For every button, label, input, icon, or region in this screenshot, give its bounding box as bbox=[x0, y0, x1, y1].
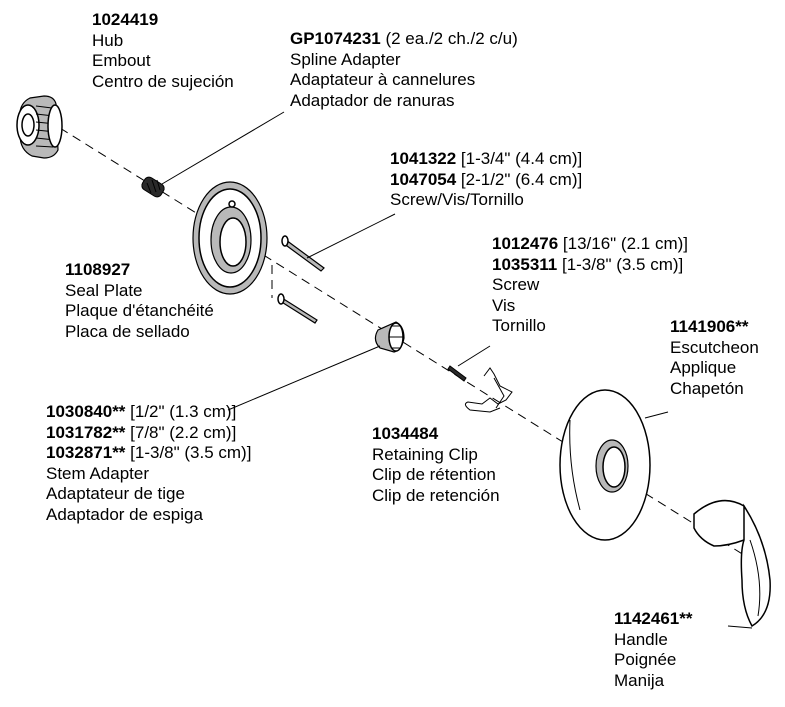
part-name-en: Retaining Clip bbox=[372, 444, 478, 464]
part-number: 1032871 bbox=[46, 443, 113, 462]
part-spec: [1-3/8" (3.5 cm)] bbox=[557, 254, 684, 274]
part-spec: [7/8" (2.2 cm)] bbox=[125, 422, 237, 442]
part-spec: [2-1/2" (6.4 cm)] bbox=[456, 169, 583, 189]
part-spec: [1-3/4" (4.4 cm)] bbox=[456, 149, 583, 168]
part-number: 1141906 bbox=[670, 317, 736, 336]
part-spec: (2 ea./2 ch./2 c/u) bbox=[380, 29, 518, 48]
part-name-fr: Poignée bbox=[614, 650, 677, 669]
part-name-es: Tornillo bbox=[492, 316, 546, 335]
part-number: 1035311 bbox=[492, 254, 558, 274]
part-asterisks: ** bbox=[679, 609, 693, 628]
part-spec: [13/16" (2.1 cm)] bbox=[558, 234, 688, 253]
part-asterisks: ** bbox=[735, 317, 749, 336]
long-screw-label: 1041322 [1-3/4" (4.4 cm)] 1047054 [2-1/2… bbox=[390, 149, 582, 211]
part-name-es: Chapetón bbox=[670, 378, 744, 398]
part-name-fr: Clip de rétention bbox=[372, 465, 496, 484]
part-spec: [1/2" (1.3 cm)] bbox=[125, 402, 237, 421]
part-name-fr: Vis bbox=[492, 295, 516, 315]
part-name-multilingual: Screw/Vis/Tornillo bbox=[390, 190, 524, 209]
seal-plate-drawing bbox=[192, 181, 268, 295]
part-name-fr: Adaptateur de tige bbox=[46, 484, 185, 503]
long-screws-drawing bbox=[277, 235, 325, 324]
part-name-es: Adaptador de espiga bbox=[46, 504, 203, 524]
stem-adapter-leader bbox=[227, 345, 381, 411]
handle-leader bbox=[727, 625, 753, 629]
part-name-fr: Applique bbox=[670, 358, 737, 377]
part-name-fr: Adaptateur à cannelures bbox=[290, 70, 476, 89]
part-name-es: Manija bbox=[614, 670, 665, 690]
part-number: 1031782 bbox=[46, 422, 113, 442]
part-number: 1034484 bbox=[372, 424, 439, 443]
part-name-en: Hub bbox=[92, 30, 124, 50]
part-number: 1012476 bbox=[492, 234, 559, 253]
part-number: 1041322 bbox=[390, 149, 457, 168]
short-screw-drawing bbox=[447, 345, 491, 382]
hub-drawing bbox=[16, 95, 63, 159]
part-number: 1108927 bbox=[65, 260, 131, 279]
part-name-fr: Plaque d'étanchéité bbox=[65, 301, 214, 320]
handle-drawing bbox=[693, 499, 771, 628]
part-spec: [1-3/8" (3.5 cm)] bbox=[125, 443, 252, 462]
long-screw-leader bbox=[306, 213, 396, 259]
part-name-es: Centro de sujeción bbox=[92, 71, 234, 91]
spline-adapter-label: GP1074231 (2 ea./2 ch./2 c/u) Spline Ada… bbox=[290, 29, 518, 111]
part-number: 1142461 bbox=[614, 609, 680, 628]
part-name-en: Handle bbox=[614, 629, 668, 649]
escutcheon-label: 1141906** Escutcheon Applique Chapetón bbox=[670, 317, 759, 399]
spline-adapter-drawing bbox=[141, 176, 165, 198]
part-number: 1030840 bbox=[46, 402, 113, 421]
retaining-clip-drawing bbox=[464, 367, 513, 413]
part-asterisks: ** bbox=[112, 443, 126, 462]
spline-adapter-leader bbox=[161, 111, 285, 185]
part-name-en: Screw bbox=[492, 275, 540, 294]
part-name-en: Seal Plate bbox=[65, 280, 143, 300]
part-name-es: Adaptador de ranuras bbox=[290, 90, 455, 110]
hub-label: 1024419 Hub Embout Centro de sujeción bbox=[92, 10, 234, 92]
part-asterisks: ** bbox=[112, 422, 126, 442]
short-screw-label: 1012476 [13/16" (2.1 cm)] 1035311 [1-3/8… bbox=[492, 234, 688, 337]
part-number: 1047054 bbox=[390, 169, 457, 189]
part-name-es: Clip de retención bbox=[372, 485, 500, 505]
escutcheon-leader bbox=[644, 411, 669, 419]
part-number: GP1074231 bbox=[290, 29, 381, 48]
part-number: 1024419 bbox=[92, 10, 159, 29]
part-name-en: Stem Adapter bbox=[46, 463, 150, 483]
retaining-clip-label: 1034484 Retaining Clip Clip de rétention… bbox=[372, 424, 500, 506]
part-name-en: Escutcheon bbox=[670, 337, 759, 357]
stem-adapter-label: 1030840** [1/2" (1.3 cm)] 1031782** [7/8… bbox=[46, 402, 251, 525]
handle-label: 1142461** Handle Poignée Manija bbox=[614, 609, 692, 691]
part-name-es: Placa de sellado bbox=[65, 321, 190, 341]
escutcheon-drawing bbox=[559, 389, 651, 541]
stem-adapter-drawing bbox=[374, 321, 405, 353]
seal-plate-label: 1108927 Seal Plate Plaque d'étanchéité P… bbox=[65, 260, 214, 342]
part-name-fr: Embout bbox=[92, 51, 151, 70]
part-asterisks: ** bbox=[112, 402, 126, 421]
part-name-en: Spline Adapter bbox=[290, 49, 401, 69]
